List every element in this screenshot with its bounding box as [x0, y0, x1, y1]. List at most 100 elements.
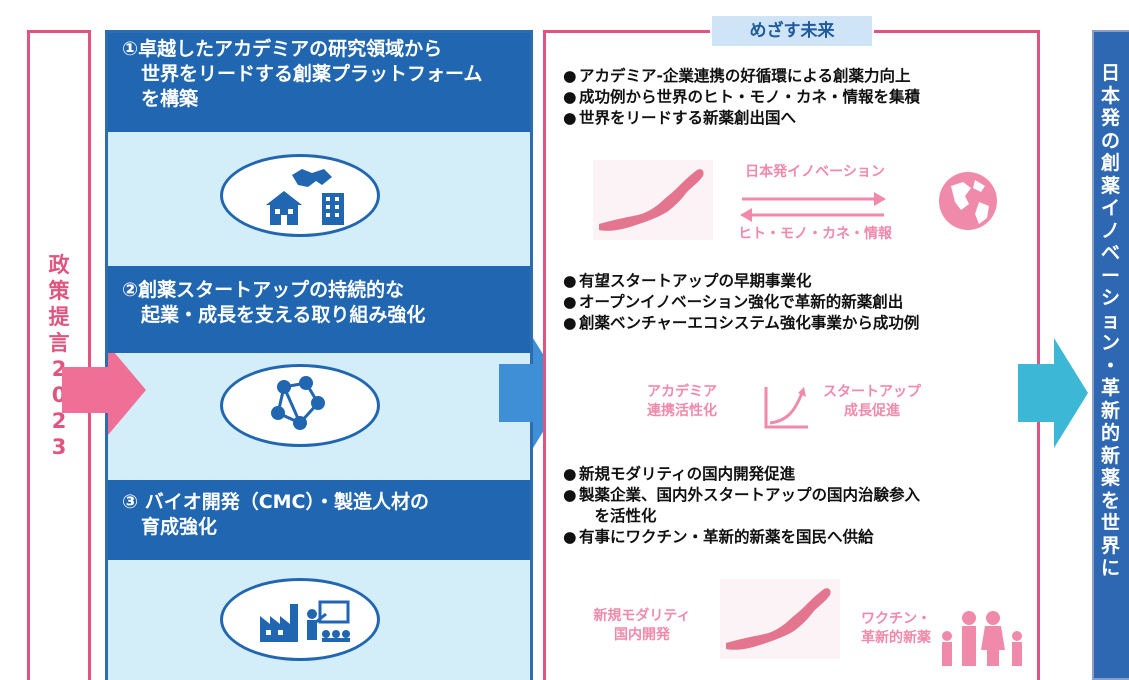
pillar-1-line: を構築: [122, 88, 199, 110]
policy-char: 3: [51, 435, 67, 459]
pillar-2-line: 起業・成長を支える取り組み強化: [122, 304, 426, 326]
pillar-3-line: ③ バイオ開発（CMC）・製造人材の: [122, 491, 429, 513]
innovation-label: 日本発イノベーション: [745, 164, 885, 180]
startup-label-line: 成長促進: [844, 403, 900, 419]
startup-label-line: スタートアップ: [823, 384, 921, 400]
future-bullets-group-2: ●有望スタートアップの早期事業化 ●オープンイノベーション強化で革新的新薬創出 …: [563, 271, 919, 334]
pillar-1-line: 世界をリードする創薬プラットフォーム: [122, 63, 483, 85]
bullet-dot: ●: [563, 314, 577, 332]
handshake-buildings-icon: [266, 168, 344, 225]
pillar-3-icon-oval: [220, 578, 380, 661]
bullet-text: 有事にワクチン・革新的新薬を国民へ供給: [579, 528, 874, 546]
vaccine-label-line: ワクチン・: [861, 611, 931, 627]
bullet-dot: ●: [563, 486, 577, 504]
growth-curve-icon: [764, 387, 808, 429]
pillar-2-icon-oval: [220, 364, 380, 447]
future-bullets-group-1: ●アカデミア-企業連携の好循環による創薬力向上 ●成功例から世界のヒト・モノ・カ…: [563, 66, 920, 129]
academia-label: アカデミア 連携活性化: [622, 383, 742, 421]
pillar-3-line: 育成強化: [122, 516, 218, 538]
goal-text: 日 本 発 の 創 薬 イ ノ ベ ー シ ョ ン ・ 革 新 的 新 薬 を …: [1092, 62, 1129, 580]
goal-char: 革: [1100, 377, 1120, 399]
goal-char: 的: [1100, 422, 1120, 444]
pillar-1-icon-oval: [220, 154, 380, 237]
goal-char: 薬: [1100, 174, 1120, 197]
goal-char: 世: [1100, 512, 1120, 534]
pillar-3-title: ③ バイオ開発（CMC）・製造人材の 育成強化: [108, 480, 530, 560]
policy-char: 政: [48, 253, 70, 277]
goal-char: ン: [1100, 332, 1120, 354]
goal-char: 発: [1100, 107, 1120, 129]
pillars-column: [105, 30, 533, 680]
pink-arrow-icon: [62, 345, 146, 435]
list-item: を活性化: [563, 506, 920, 527]
goal-char: を: [1100, 489, 1120, 512]
list-item: ●有望スタートアップの早期事業化: [563, 271, 919, 292]
policy-char: 2: [51, 409, 67, 433]
goal-char: 創: [1100, 152, 1120, 174]
list-item: ●有事にワクチン・革新的新薬を国民へ供給: [563, 527, 920, 548]
factory-training-icon: [260, 600, 350, 642]
exchange-arrows-icon: [740, 192, 886, 222]
goal-char: シ: [1100, 287, 1120, 309]
modality-label: 新規モダリティ 国内開発: [582, 607, 702, 645]
goal-char: 新: [1100, 444, 1120, 467]
resources-label: ヒト・モノ・カネ・情報: [738, 226, 892, 242]
bullet-text: 有望スタートアップの早期事業化: [579, 272, 812, 290]
bullet-dot: ●: [563, 465, 577, 483]
bullet-dot: ●: [563, 67, 577, 85]
bullet-text: アカデミア-企業連携の好循環による創薬力向上: [579, 67, 911, 85]
goal-char: 日: [1100, 62, 1120, 84]
startup-label: スタートアップ 成長促進: [812, 383, 932, 421]
bullet-dot: ●: [563, 88, 577, 106]
academia-label-line: 連携活性化: [647, 403, 717, 419]
vaccine-label-line: 革新的新薬: [861, 630, 931, 646]
policy-char: 言: [48, 331, 70, 355]
goal-char: 界: [1100, 534, 1120, 557]
bullet-text: 創薬ベンチャーエコシステム強化事業から成功例: [579, 314, 920, 332]
goal-char: の: [1100, 129, 1120, 152]
future-bullets-group-3: ●新規モダリティの国内開発促進 ●製薬企業、国内外スタートアップの国内治験参入 …: [563, 464, 920, 548]
list-item: ●新規モダリティの国内開発促進: [563, 464, 920, 485]
japan-map-icon: [593, 160, 713, 240]
bullet-dot: ●: [563, 272, 577, 290]
list-item: ●成功例から世界のヒト・モノ・カネ・情報を集積: [563, 87, 920, 108]
list-item: ●製薬企業、国内外スタートアップの国内治験参入: [563, 485, 920, 506]
pillar-1-title: ①卓越したアカデミアの研究領域から 世界をリードする創薬プラットフォーム を構築: [108, 33, 530, 132]
list-item: ●創薬ベンチャーエコシステム強化事業から成功例: [563, 313, 919, 334]
policy-box: [27, 30, 91, 680]
bullet-dot: ●: [563, 109, 577, 127]
list-item: ●アカデミア-企業連携の好循環による創薬力向上: [563, 66, 920, 87]
modality-label-line: 国内開発: [614, 627, 670, 643]
goal-char: イ: [1100, 197, 1120, 219]
goal-char: ・: [1100, 354, 1120, 377]
japan-map-icon: [720, 579, 840, 659]
goal-char: 新: [1100, 399, 1120, 422]
bullet-dot: ●: [563, 293, 577, 311]
bullet-dot: ●: [563, 528, 577, 546]
goal-char: ョ: [1100, 309, 1120, 332]
goal-char: 本: [1100, 84, 1120, 107]
bullet-text: 新規モダリティの国内開発促進: [579, 465, 796, 483]
family-icon: [942, 611, 1022, 666]
academia-label-line: アカデミア: [647, 384, 717, 400]
bullet-text: を活性化: [579, 507, 657, 525]
pillar-2-title: ②創薬スタートアップの持続的な 起業・成長を支える取り組み強化: [108, 266, 530, 353]
network-people-icon: [271, 375, 325, 430]
policy-char: 提: [48, 305, 70, 329]
vaccine-label: ワクチン・ 革新的新薬: [846, 610, 946, 648]
goal-char: ー: [1100, 264, 1120, 287]
bullet-text: オープンイノベーション強化で革新的新薬創出: [579, 293, 904, 311]
goal-char: 薬: [1100, 467, 1120, 489]
future-tag: めざす未来: [710, 14, 874, 48]
list-item: ●オープンイノベーション強化で革新的新薬創出: [563, 292, 919, 313]
pillar-1-line: ①卓越したアカデミアの研究領域から: [122, 38, 443, 60]
bullet-text: 成功例から世界のヒト・モノ・カネ・情報を集積: [579, 88, 921, 106]
future-vision-panel: [543, 30, 1040, 680]
goal-char: に: [1100, 557, 1120, 579]
bullet-text: 世界をリードする新薬創出国へ: [579, 109, 797, 127]
bullet-text: 製薬企業、国内外スタートアップの国内治験参入: [579, 486, 921, 504]
goal-bar: [1092, 30, 1129, 680]
goal-char: ノ: [1100, 219, 1120, 242]
modality-label-line: 新規モダリティ: [593, 608, 691, 624]
cyan-arrow-icon: [1018, 338, 1088, 448]
